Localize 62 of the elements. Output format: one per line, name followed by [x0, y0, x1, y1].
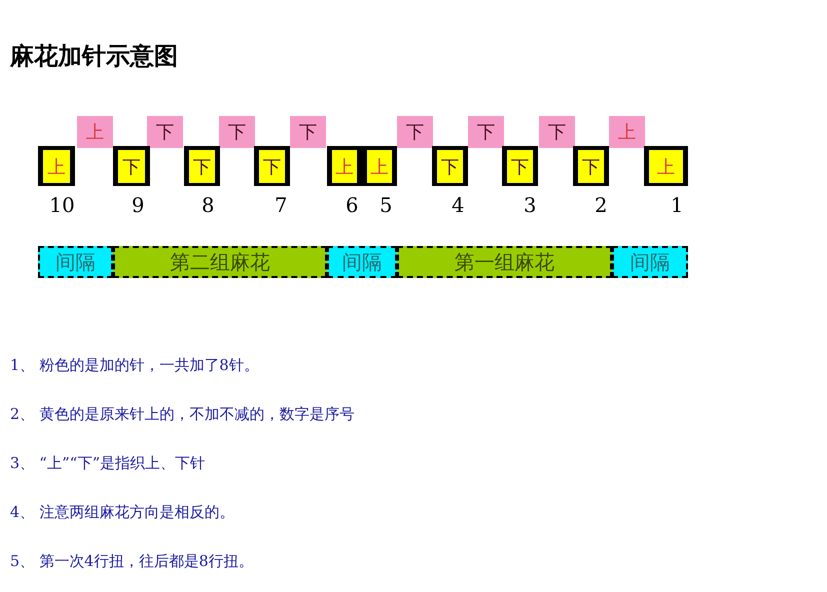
stitch-label: 第一组麻花 — [454, 248, 554, 276]
increase-stitch-box — [539, 116, 575, 148]
stitch-label: 下 — [406, 121, 424, 144]
cable-group-band — [397, 246, 612, 278]
stitch-label: 下 — [441, 156, 459, 178]
cable-group-band — [113, 246, 327, 278]
stitch-box — [502, 146, 538, 186]
stitch-number: 9 — [130, 193, 146, 217]
stitch-label: 上 — [370, 156, 388, 178]
stitch-number: 3 — [522, 193, 538, 217]
stitch-label: 下 — [156, 121, 174, 144]
stitch-box — [327, 146, 362, 186]
note-text: 2、 黄色的是原来针上的，不加不减的，数字是序号 — [10, 405, 354, 424]
stitch-box — [573, 146, 609, 186]
stitch-label: 下 — [299, 121, 317, 144]
increase-stitch-box — [468, 116, 504, 148]
stitch-label: 下 — [582, 156, 600, 178]
stitch-label: 上 — [48, 156, 66, 178]
increase-stitch-box — [147, 116, 183, 148]
stitch-label: 上 — [657, 156, 675, 178]
stitch-label: 间隔 — [56, 248, 96, 276]
stitch-label: 上 — [336, 156, 354, 178]
increase-stitch-box — [609, 116, 645, 148]
stitch-box — [362, 146, 397, 186]
stitch-label: 上 — [86, 121, 104, 144]
stitch-box — [254, 146, 290, 186]
stitch-number: 7 — [274, 193, 288, 217]
stitch-box — [113, 146, 150, 186]
title: 麻花加针示意图 — [10, 40, 178, 72]
stitch-number: 8 — [200, 193, 216, 217]
increase-stitch-box — [77, 116, 113, 148]
stitch-label: 上 — [618, 121, 636, 144]
stitch-box — [644, 146, 688, 186]
stitch-label: 下 — [548, 121, 566, 144]
stitch-box — [184, 146, 220, 186]
stitch-number: 4 — [450, 193, 466, 217]
stitch-label: 间隔 — [342, 248, 382, 276]
spacer-band — [327, 246, 397, 278]
stitch-number: 10 — [48, 193, 76, 217]
increase-stitch-box — [397, 116, 433, 148]
stitch-box — [38, 146, 75, 186]
stitch-label: 下 — [263, 156, 281, 178]
stitch-number: 1 — [670, 193, 684, 217]
stitch-number: 5 — [378, 193, 394, 217]
stitch-number: 2 — [594, 193, 608, 217]
stitch-label: 下 — [122, 156, 140, 178]
stitch-label: 下 — [193, 156, 211, 178]
increase-stitch-box — [290, 116, 326, 148]
stitch-box — [432, 146, 468, 186]
stitch-number: 6 — [344, 193, 360, 217]
note-text: 4、 注意两组麻花方向是相反的。 — [10, 503, 234, 522]
note-text: 5、 第一次4行扭，往后都是8行扭。 — [10, 552, 254, 571]
stitch-label: 下 — [228, 121, 246, 144]
note-text: 1、 粉色的是加的针，一共加了8针。 — [10, 356, 259, 375]
spacer-band — [612, 246, 688, 278]
stitch-label: 下 — [511, 156, 529, 178]
stitch-label: 下 — [477, 121, 495, 144]
stitch-label: 第二组麻花 — [170, 248, 270, 276]
note-text: 3、 “上”“下”是指织上、下针 — [10, 454, 205, 473]
stitch-label: 间隔 — [630, 248, 670, 276]
spacer-band — [38, 246, 113, 278]
increase-stitch-box — [219, 116, 255, 148]
